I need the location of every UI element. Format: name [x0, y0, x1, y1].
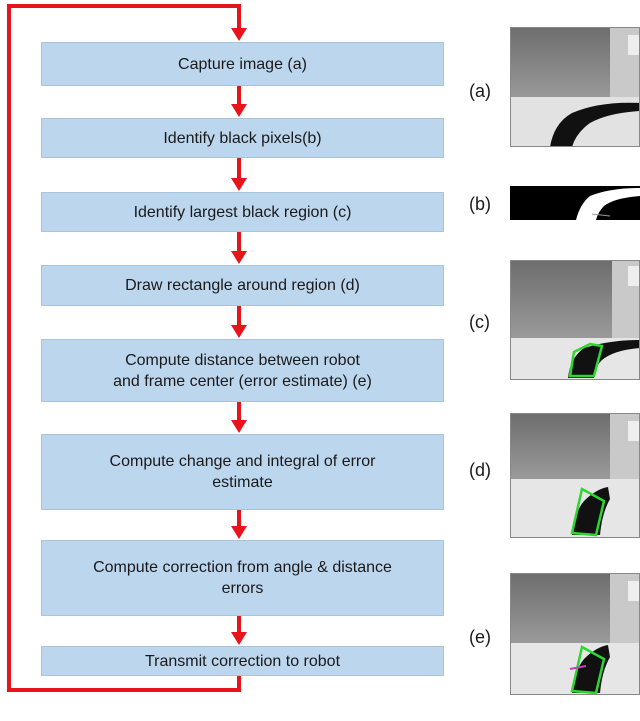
step-draw-rectangle-text: Draw rectangle around region (d) [125, 277, 360, 294]
step-compute-correction: Compute correction from angle & distance… [41, 540, 444, 616]
image-label-b: (b) [469, 194, 491, 214]
step-identify-largest-region: Identify largest black region (c) [41, 192, 444, 232]
step-identify-largest-region-text: Identify largest black region (c) [133, 203, 352, 221]
image-label-e: (e) [469, 627, 491, 647]
binary-mask-b [510, 186, 640, 220]
image-label-c: (c) [469, 312, 490, 332]
step-transmit-correction: Transmit correction to robot [41, 646, 444, 676]
step-capture-image: Capture image (a) [41, 42, 444, 86]
step-compute-distance: Compute distance between robot and frame… [41, 339, 444, 402]
step-draw-rectangle: Draw rectangle around region (d) [41, 265, 444, 306]
error-estimate-image-e [510, 573, 640, 695]
camera-image-a [510, 27, 640, 147]
step-identify-black-pixels-text: Identify black pixels(b) [163, 129, 322, 147]
region-image-c [510, 260, 640, 380]
step-compute-change-integral-text: Compute change and integral of error est… [109, 453, 376, 491]
step-identify-black-pixels: Identify black pixels(b) [41, 118, 444, 158]
image-label-d: (d) [469, 460, 491, 480]
feedback-loop-line [7, 4, 241, 692]
image-label-a: (a) [469, 81, 491, 101]
step-compute-distance-text: Compute distance between robot and frame… [113, 351, 372, 390]
entry-arrow-head [231, 28, 247, 41]
step-compute-correction-text: Compute correction from angle & distance… [93, 559, 392, 597]
step-capture-image-text: Capture image (a) [178, 55, 307, 73]
step-transmit-correction-text: Transmit correction to robot [144, 652, 341, 670]
step-compute-change-integral: Compute change and integral of error est… [41, 434, 444, 510]
rectangle-image-d [510, 413, 640, 538]
